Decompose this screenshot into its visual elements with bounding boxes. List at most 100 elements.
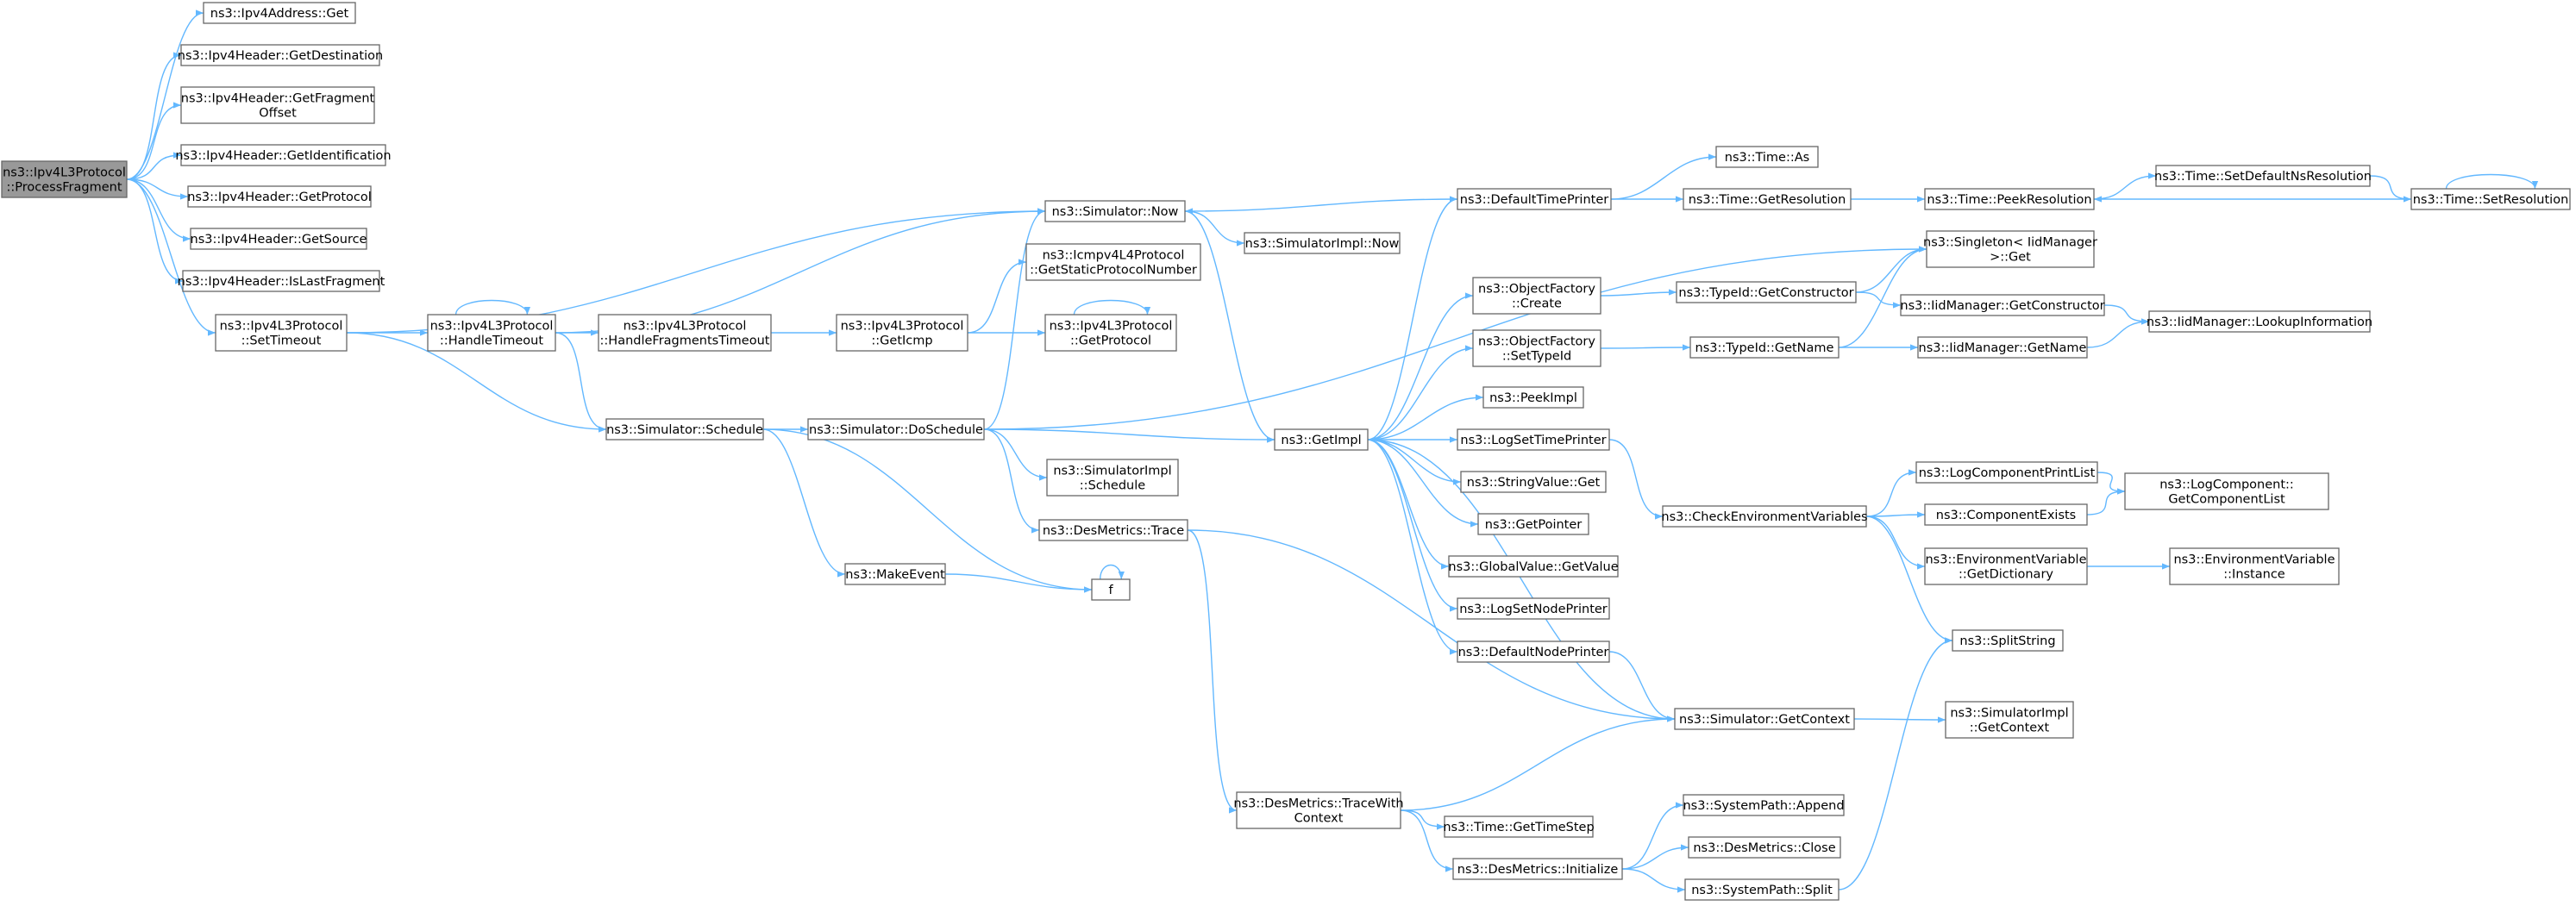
- node-label: ns3::PeekImpl: [1489, 391, 1577, 405]
- node-box: [1460, 471, 1607, 493]
- node-defaultnodeprinter[interactable]: ns3::DefaultNodePrinter: [1457, 640, 1610, 663]
- node-handletimeout[interactable]: ns3::Ipv4L3Protocol::HandleTimeout: [427, 314, 556, 352]
- node-label: ns3::Ipv4L3Protocol: [220, 320, 343, 334]
- node-f[interactable]: f: [1091, 578, 1131, 601]
- node-label: ns3::DesMetrics::TraceWith: [1233, 797, 1403, 811]
- node-box: [1236, 791, 1401, 829]
- node-envvar-instance[interactable]: ns3::EnvironmentVariable::Instance: [2169, 547, 2340, 585]
- node-desm-trace[interactable]: ns3::DesMetrics::Trace: [1038, 519, 1188, 541]
- node-globalvalue-getvalue[interactable]: ns3::GlobalValue::GetValue: [1448, 555, 1619, 578]
- node-time-getres[interactable]: ns3::Time::GetResolution: [1683, 188, 1852, 210]
- edge-layer: [126, 9, 2539, 893]
- node-hdr-getdest[interactable]: ns3::Ipv4Header::GetDestination: [178, 44, 383, 66]
- node-label: ::GetStaticProtocolNumber: [1030, 264, 1197, 278]
- node-of-settypeid[interactable]: ns3::ObjectFactory::SetTypeId: [1472, 329, 1601, 367]
- node-desm-init[interactable]: ns3::DesMetrics::Initialize: [1452, 858, 1623, 880]
- node-of-create[interactable]: ns3::ObjectFactory::Create: [1472, 277, 1601, 315]
- node-label: ns3::Time::SetResolution: [2413, 193, 2569, 207]
- node-simimpl-now[interactable]: ns3::SimulatorImpl::Now: [1244, 232, 1401, 254]
- node-label: ns3::Ipv4L3Protocol: [3, 166, 126, 180]
- node-iid-lookup[interactable]: ns3::IidManager::LookupInformation: [2147, 310, 2372, 333]
- node-defaulttimeprinter[interactable]: ns3::DefaultTimePrinter: [1457, 188, 1612, 210]
- node-time-as[interactable]: ns3::Time::As: [1715, 146, 1819, 168]
- node-sim-schedule[interactable]: ns3::Simulator::Schedule: [605, 418, 764, 441]
- node-handlefragtimeout[interactable]: ns3::Ipv4L3Protocol::HandleFragmentsTime…: [598, 314, 772, 352]
- edge-getimpl-to-peekimpl: [1367, 394, 1484, 441]
- node-box: [605, 418, 764, 441]
- node-box: [1689, 336, 1840, 359]
- node-splitstring[interactable]: ns3::SplitString: [1952, 629, 2064, 652]
- node-getimpl[interactable]: ns3::GetImpl: [1274, 428, 1369, 451]
- node-box: [1044, 314, 1177, 352]
- node-box: [1457, 428, 1610, 451]
- node-label: ns3::SimulatorImpl: [1053, 465, 1171, 478]
- node-time-setres[interactable]: ns3::Time::SetResolution: [2410, 188, 2571, 210]
- node-hdr-islast[interactable]: ns3::Ipv4Header::IsLastFragment: [178, 270, 385, 292]
- node-box: [1244, 232, 1401, 254]
- node-iid-getname[interactable]: ns3::IidManager::GetName: [1917, 336, 2088, 359]
- node-icmpstatic[interactable]: ns3::Icmpv4L4Protocol::GetStaticProtocol…: [1025, 243, 1201, 281]
- node-typeid-getctor[interactable]: ns3::TypeId::GetConstructor: [1676, 281, 1857, 303]
- node-compexists[interactable]: ns3::ComponentExists: [1924, 503, 2088, 526]
- node-box: [1952, 629, 2064, 652]
- node-sim-doschedule[interactable]: ns3::Simulator::DoSchedule: [807, 418, 985, 441]
- node-label: ns3::SplitString: [1959, 634, 2055, 648]
- node-logsetnodeprinter[interactable]: ns3::LogSetNodePrinter: [1457, 597, 1610, 620]
- node-box: [1472, 277, 1601, 315]
- node-iid-getctor[interactable]: ns3::IidManager::GetConstructor: [1900, 294, 2105, 316]
- edge-logsettimeprinter-to-checkenv: [1608, 439, 1664, 520]
- edge-desm_init-to-sp_split: [1621, 868, 1686, 893]
- node-peekimpl[interactable]: ns3::PeekImpl: [1482, 386, 1584, 409]
- node-sp-append[interactable]: ns3::SystemPath::Append: [1683, 794, 1845, 816]
- node-time-gettimestep[interactable]: ns3::Time::GetTimeStep: [1443, 815, 1595, 838]
- node-label: GetComponentList: [2168, 493, 2285, 507]
- node-label: ::GetProtocol: [1070, 334, 1151, 348]
- node-hdr-getid[interactable]: ns3::Ipv4Header::GetIdentification: [175, 144, 392, 166]
- node-root[interactable]: ns3::Ipv4L3Protocol::ProcessFragment: [1, 160, 128, 198]
- node-box: [215, 314, 348, 352]
- edge-sim_doschedule-to-sim_now: [983, 208, 1046, 430]
- node-singleton-get[interactable]: ns3::Singleton< IidManager >::Get: [1923, 230, 2097, 268]
- node-geticmp[interactable]: ns3::Ipv4L3Protocol::GetIcmp: [836, 314, 968, 352]
- node-logcompprintlist[interactable]: ns3::LogComponentPrintList: [1915, 461, 2098, 484]
- node-logsettimeprinter[interactable]: ns3::LogSetTimePrinter: [1457, 428, 1610, 451]
- edge-handletimeout-to-handletimeout: [454, 299, 531, 316]
- node-getprotocol[interactable]: ns3::Ipv4L3Protocol::GetProtocol: [1044, 314, 1177, 352]
- node-typeid-getname[interactable]: ns3::TypeId::GetName: [1689, 336, 1840, 359]
- node-sim-getcontext[interactable]: ns3::Simulator::GetContext: [1674, 708, 1855, 730]
- node-sp-split[interactable]: ns3::SystemPath::Split: [1684, 878, 1840, 901]
- edge-desm_init-to-sp_append: [1621, 802, 1684, 870]
- node-label: ::SetTypeId: [1502, 350, 1571, 364]
- node-label: ::GetDictionary: [1959, 568, 2053, 582]
- edge-root-to-hdr_getdest: [126, 52, 182, 180]
- node-box: [1684, 878, 1840, 901]
- node-logcomp-getlist[interactable]: ns3::LogComponent::GetComponentList: [2124, 472, 2329, 510]
- node-ipv4addr-get[interactable]: ns3::Ipv4Address::Get: [203, 2, 356, 24]
- node-settimeout[interactable]: ns3::Ipv4L3Protocol::SetTimeout: [215, 314, 348, 352]
- edge-defaultnodeprinter-to-sim_getcontext: [1608, 651, 1676, 722]
- node-box: [1457, 640, 1610, 663]
- node-simimpl-schedule[interactable]: ns3::SimulatorImpl::Schedule: [1046, 459, 1179, 497]
- node-stringvalue-get[interactable]: ns3::StringValue::Get: [1460, 471, 1607, 493]
- node-desm-close[interactable]: ns3::DesMetrics::Close: [1688, 836, 1841, 859]
- node-sim-now[interactable]: ns3::Simulator::Now: [1044, 200, 1186, 222]
- node-time-setdefault[interactable]: ns3::Time::SetDefaultNsResolution: [2154, 165, 2372, 187]
- node-label: ns3::ComponentExists: [1936, 509, 2077, 522]
- node-simimpl-getcontext[interactable]: ns3::SimulatorImpl::GetContext: [1945, 701, 2074, 739]
- node-label: ::GetContext: [1970, 722, 2050, 735]
- edge-root-to-settimeout: [126, 178, 216, 336]
- node-hdr-getsrc[interactable]: ns3::Ipv4Header::GetSource: [190, 228, 367, 250]
- node-box: [1472, 329, 1601, 367]
- edge-root-to-hdr_getid: [126, 152, 182, 180]
- node-label: ns3::Time::SetDefaultNsResolution: [2154, 170, 2372, 184]
- edge-typeid_getctor-to-singleton_get: [1855, 246, 1927, 293]
- node-hdr-getproto[interactable]: ns3::Ipv4Header::GetProtocol: [187, 185, 372, 208]
- node-getpointer[interactable]: ns3::GetPointer: [1477, 513, 1589, 535]
- node-makeevent[interactable]: ns3::MakeEvent: [844, 563, 946, 585]
- node-time-peekres[interactable]: ns3::Time::PeekResolution: [1924, 188, 2095, 210]
- node-envvar-getdict[interactable]: ns3::EnvironmentVariable::GetDictionary: [1924, 547, 2088, 585]
- node-checkenv[interactable]: ns3::CheckEnvironmentVariables: [1661, 505, 1868, 528]
- node-box: [180, 144, 386, 166]
